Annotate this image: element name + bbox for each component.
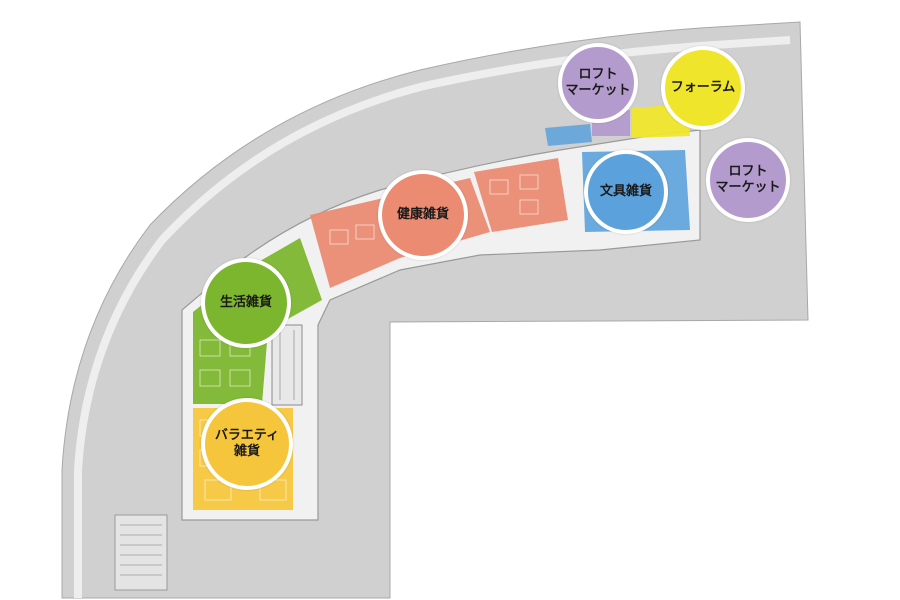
central-escalator: [271, 324, 303, 406]
zone-health-area-2: [474, 158, 568, 232]
zone-loft-market-2-label[interactable]: ロフト マーケット: [706, 138, 790, 222]
zone-small-blue-area: [545, 124, 592, 146]
zone-loft-market-1-label[interactable]: ロフト マーケット: [558, 43, 638, 123]
zone-forum-label[interactable]: フォーラム: [661, 46, 745, 130]
zone-stationery-label[interactable]: 文具雑貨: [584, 150, 668, 234]
zone-variety-label[interactable]: バラエティ 雑貨: [201, 398, 293, 490]
zone-health-label[interactable]: 健康雑貨: [378, 170, 468, 260]
zone-lifestyle-label[interactable]: 生活雑貨: [201, 258, 291, 348]
escalator-block: [114, 514, 168, 591]
